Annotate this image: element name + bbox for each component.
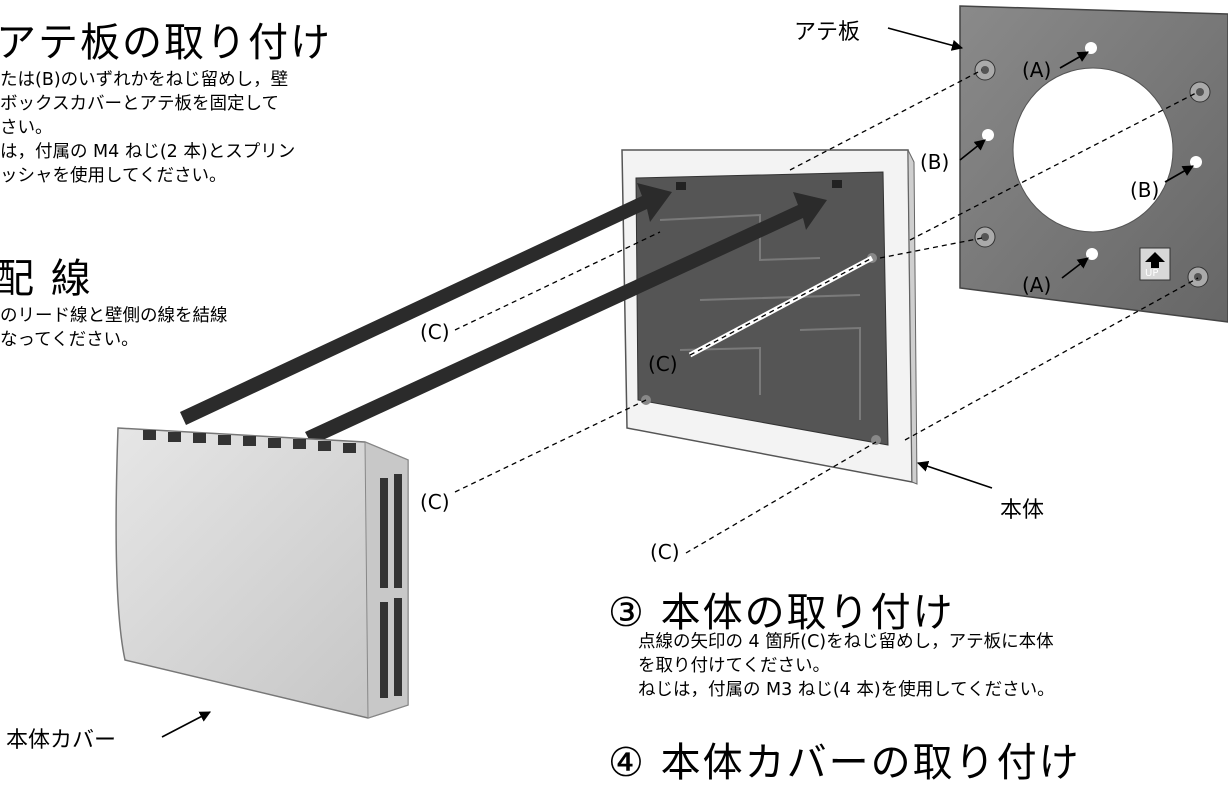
section3-heading: ③ 本体の取り付け: [608, 580, 955, 638]
section3-line-1: 点線の矢印の 4 箇所(C)をねじ留めし，アテ板に本体: [638, 632, 1054, 652]
section4-heading: ④ 本体カバーの取り付け: [608, 730, 1081, 788]
assembly-arrows: [180, 183, 827, 445]
body-cover: [115, 427, 409, 719]
section2-line-4: は，付属の M4 ねじ(2 本)とスプリン: [0, 142, 296, 162]
screw-c-label-4: (C): [650, 540, 680, 564]
section2-line-2: ボックスカバーとアテ板を固定して: [0, 94, 279, 114]
up-mark-label: UP: [1145, 268, 1159, 279]
hole-b-left-label: (B): [920, 150, 950, 174]
section2-body: たは(B)のいずれかをねじ留めし，壁 ボックスカバーとアテ板を固定して さい。 …: [0, 68, 295, 188]
wiring-title: 配 線: [0, 256, 93, 302]
plate-label: アテ板: [794, 20, 861, 45]
section3-line-3: ねじは，付属の M3 ねじ(4 本)を使用してください。: [638, 680, 1055, 700]
wiring-body: のリード線と壁側の線を結線 なってください。: [0, 304, 228, 352]
section3-number: ③: [608, 590, 646, 636]
section2-line-3: さい。: [0, 118, 53, 138]
hole-b-right-label: (B): [1130, 178, 1160, 202]
section2-line-5: ッシャを使用してください。: [0, 166, 227, 186]
section4-number: ④: [608, 740, 646, 786]
wiring-line-1: のリード線と壁側の線を結線: [0, 306, 228, 326]
hole-a-top-label: (A): [1022, 58, 1052, 82]
dashed-guides: [454, 69, 1199, 554]
screw-c-label-1: (C): [420, 320, 450, 344]
section3-line-2: を取り付けてください。: [638, 656, 830, 676]
screw-c-label-2: (C): [648, 352, 678, 376]
wiring-line-2: なってください。: [0, 330, 139, 350]
screw-c-label-3: (C): [420, 490, 450, 514]
cover-label: 本体カバー: [6, 728, 117, 753]
installation-illustration: [115, 5, 1228, 738]
hole-a-bottom-label: (A): [1022, 273, 1052, 297]
section2-title: アテ板の取り付け: [0, 20, 332, 66]
back-plate: [959, 5, 1228, 323]
section3-body: 点線の矢印の 4 箇所(C)をねじ留めし，アテ板に本体 を取り付けてください。 …: [638, 630, 1055, 702]
body-label: 本体: [1000, 498, 1045, 523]
section3-title: 本体の取り付け: [660, 590, 955, 636]
main-body: [621, 149, 918, 485]
section4-title: 本体カバーの取り付け: [660, 740, 1081, 786]
section2-line-1: たは(B)のいずれかをねじ留めし，壁: [0, 70, 289, 90]
